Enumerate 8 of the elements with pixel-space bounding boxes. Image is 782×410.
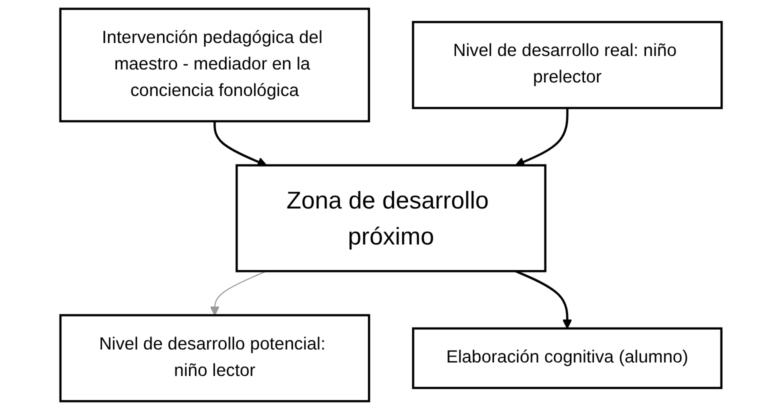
node-box: Nivel de desarrollo real: niño prelector [412, 20, 723, 110]
node-box: Elaboración cognitiva (alumno) [412, 327, 722, 390]
arrow [515, 108, 568, 166]
node-box: Nivel de desarrollo potencial: niño lector [59, 314, 370, 402]
arrow [514, 270, 572, 329]
node-box: Intervención pedagógica del maestro - mediador en la conciencia fonológica [59, 8, 370, 122]
node-box: Zona de desarrollo próximo [236, 164, 546, 272]
arrow [214, 121, 267, 166]
